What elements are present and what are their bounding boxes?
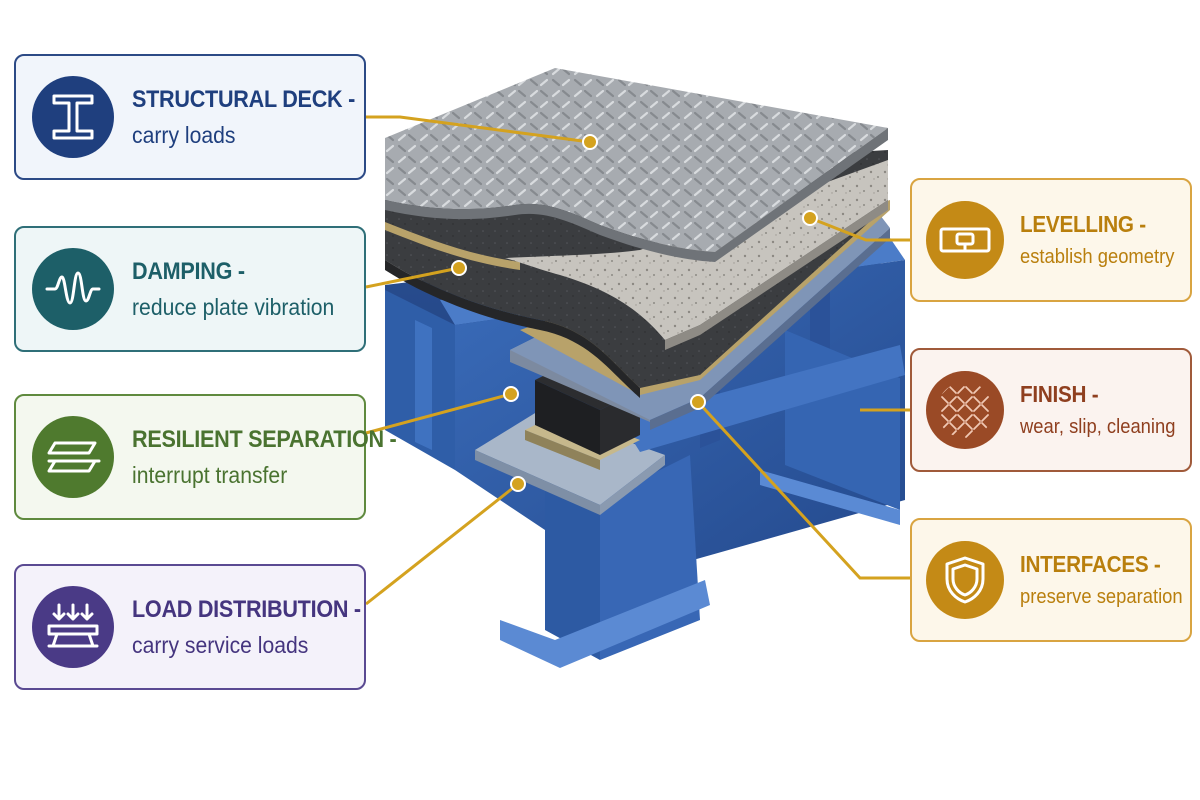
callout-title: LEVELLING - (1020, 211, 1146, 237)
leader-dot-load (510, 476, 526, 492)
bearing-top-plate-edge (510, 350, 650, 422)
damping-layer-edge (385, 260, 640, 398)
callout-title: FINISH - (1020, 381, 1099, 407)
callout-title: RESILIENT SEPARATION - (132, 425, 397, 453)
load-arrows-icon (32, 586, 114, 668)
leader-structural (366, 115, 591, 144)
elastomer-pad-front (535, 380, 600, 455)
callout-finish: FINISH - wear, slip, cleaning (910, 348, 1192, 472)
tread-pattern-icon (926, 371, 1004, 449)
leader-levelling (809, 216, 910, 242)
leader-resilient (365, 392, 512, 435)
cross-beam (620, 345, 905, 452)
wave-icon (32, 248, 114, 330)
leader-interfaces (696, 400, 910, 580)
lower-beam-web (545, 470, 600, 660)
shield-icon (926, 541, 1004, 619)
callout-load-distribution: LOAD DISTRIBUTION - carry service loads (14, 564, 366, 690)
callout-subtitle: carry service loads (132, 631, 309, 658)
tread-plate-edge (385, 128, 888, 262)
callout-title: INTERFACES - (1020, 551, 1161, 577)
layered-sheets-icon (32, 416, 114, 498)
lower-beam-bottom-flange (500, 580, 710, 668)
callout-subtitle: carry loads (132, 121, 236, 148)
leader-damping (365, 266, 460, 289)
callout-damping: DAMPING - reduce plate vibration (14, 226, 366, 352)
leader-dot-resilient (503, 386, 519, 402)
leader-dot-structural (582, 134, 598, 150)
brass-strip-upper (385, 222, 520, 270)
leader-dots (451, 134, 818, 492)
callout-title: DAMPING - (132, 257, 245, 285)
lower-beam-top-flange-side (600, 455, 665, 515)
lower-beam-top-flange-edge (475, 450, 600, 515)
callout-title: STRUCTURAL DECK - (132, 85, 356, 113)
callout-subtitle: interrupt transfer (132, 461, 288, 488)
callout-subtitle: establish geometry (1020, 246, 1175, 268)
leader-dot-damping (451, 260, 467, 276)
callout-subtitle: preserve separation (1020, 586, 1183, 608)
callout-interfaces: INTERFACES - preserve separation (910, 518, 1192, 642)
leader-load (365, 482, 519, 606)
bearing-base-plate-edge (525, 430, 600, 470)
leader-dot-levelling (802, 210, 818, 226)
tread-plate-top (385, 68, 888, 252)
floor-layers (385, 68, 890, 430)
callout-levelling: LEVELLING - establish geometry (910, 178, 1192, 302)
leader-dot-interfaces (690, 394, 706, 410)
steel-deck-plate-edge (650, 228, 890, 430)
leader-lines (365, 115, 910, 606)
i-beam-icon (32, 76, 114, 158)
spirit-level-icon (926, 201, 1004, 279)
callout-title: LOAD DISTRIBUTION - (132, 595, 361, 623)
callout-subtitle: reduce plate vibration (132, 293, 335, 320)
callout-resilient-separation: RESILIENT SEPARATION - interrupt transfe… (14, 394, 397, 520)
callout-structural-deck: STRUCTURAL DECK - carry loads (14, 54, 366, 180)
angle-bracket-leg (760, 470, 900, 525)
levelling-mortar-edge (665, 200, 888, 350)
callout-subtitle: wear, slip, cleaning (1020, 416, 1176, 438)
